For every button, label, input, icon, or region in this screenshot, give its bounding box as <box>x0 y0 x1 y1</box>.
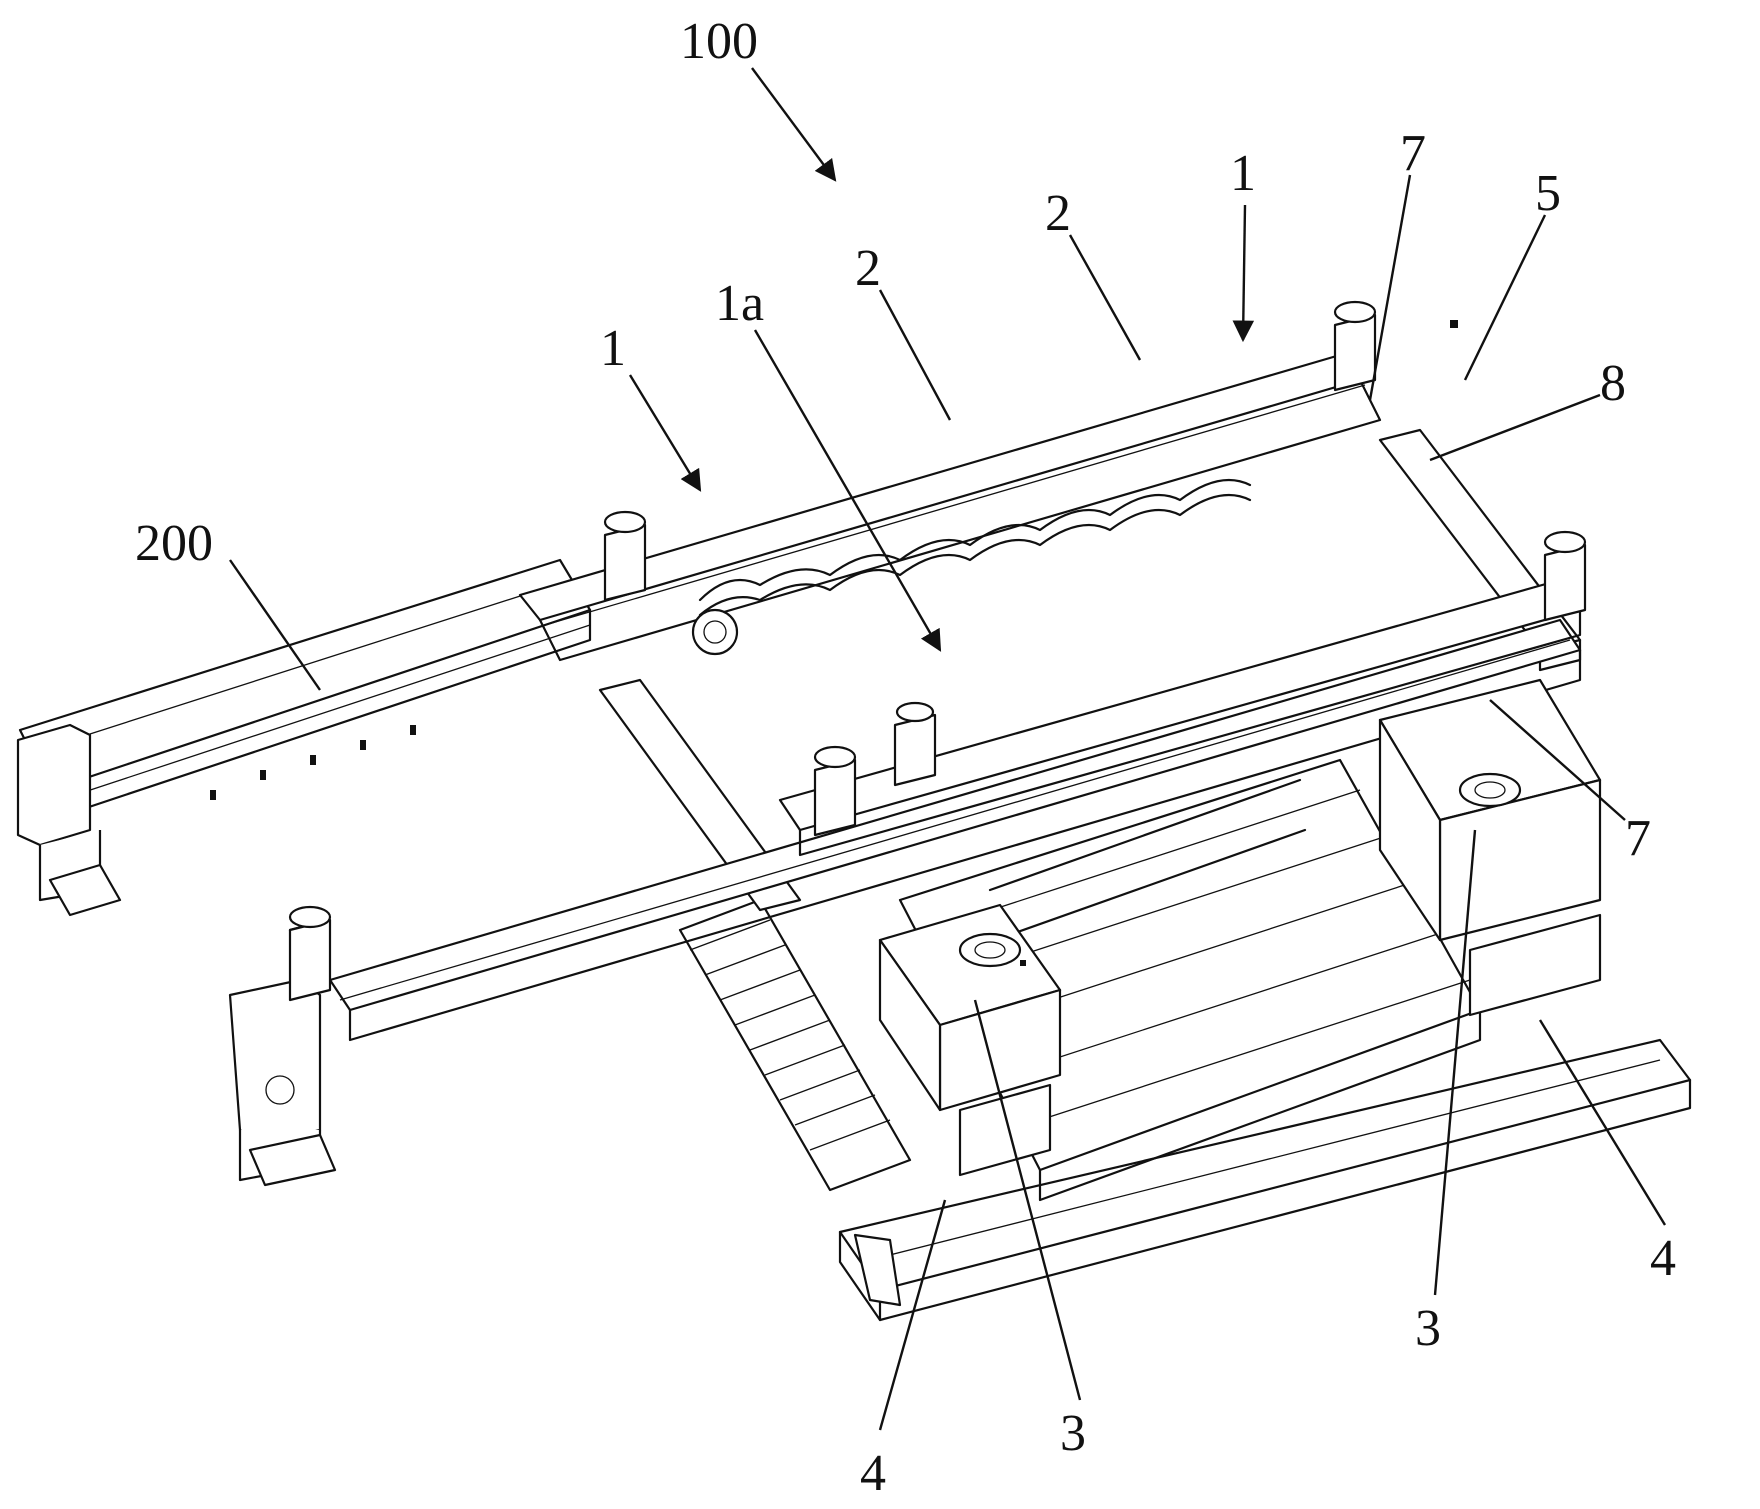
label-3-right: 3 <box>1415 1300 1441 1357</box>
label-1-right: 1 <box>1230 145 1256 202</box>
leader-7-top <box>1370 175 1410 400</box>
label-1-left: 1 <box>600 320 626 377</box>
leader-1-right <box>1243 205 1245 340</box>
label-8: 8 <box>1600 355 1626 412</box>
label-7-right: 7 <box>1625 810 1651 867</box>
drive-pulley <box>693 610 737 654</box>
leader-5 <box>1465 215 1545 380</box>
label-4-center: 4 <box>860 1445 886 1502</box>
rail-200 <box>20 560 590 820</box>
leader-2-right <box>1070 235 1140 360</box>
leader-8 <box>1430 395 1600 460</box>
label-200: 200 <box>135 515 213 572</box>
drag-chain <box>680 900 910 1190</box>
top-rail <box>520 355 1380 660</box>
motor-mid-upper <box>895 703 935 785</box>
label-7-top: 7 <box>1400 125 1426 182</box>
label-5: 5 <box>1535 165 1561 222</box>
leader-1-left <box>630 375 700 490</box>
leader-2-left <box>880 290 950 420</box>
label-2-right: 2 <box>1045 185 1071 242</box>
label-100: 100 <box>680 13 758 70</box>
label-4-right: 4 <box>1650 1230 1676 1287</box>
motor-center <box>815 747 855 835</box>
label-3-center: 3 <box>1060 1405 1086 1462</box>
motor-right-mid <box>1545 532 1585 620</box>
leader-100 <box>752 68 835 180</box>
motor-lower-left <box>290 907 330 1000</box>
label-2-left: 2 <box>855 240 881 297</box>
label-1a: 1a <box>715 275 764 332</box>
motor-top-right <box>1335 302 1375 390</box>
motor-top-left <box>605 512 645 600</box>
